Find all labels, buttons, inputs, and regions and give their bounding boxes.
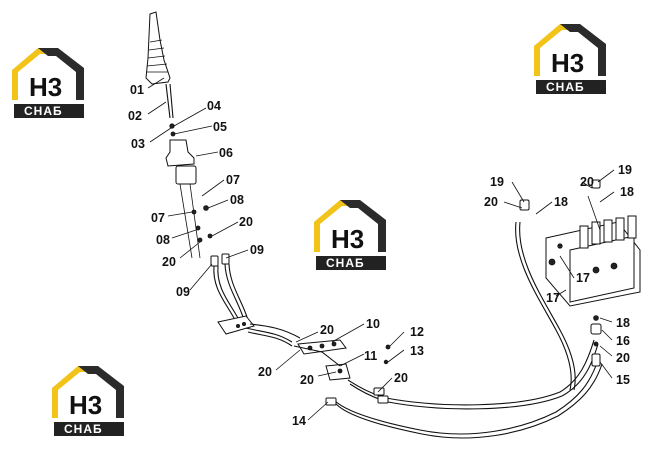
label-08-a: 08 — [230, 193, 244, 207]
label-17-a: 17 — [576, 271, 590, 285]
lower-hoses — [293, 339, 603, 439]
label-17-b: 17 — [546, 291, 560, 305]
label-18-a: 18 — [554, 195, 568, 209]
label-16: 16 — [616, 334, 630, 348]
logo-brand-text: СНАБ — [326, 256, 365, 270]
label-07-a: 07 — [226, 173, 240, 187]
label-20-c: 20 — [320, 323, 334, 337]
label-20-e: 20 — [300, 373, 314, 387]
label-18-c: 18 — [616, 316, 630, 330]
label-18-b: 18 — [620, 185, 634, 199]
label-04: 04 — [207, 99, 221, 113]
label-20-b: 20 — [162, 255, 176, 269]
label-02: 02 — [128, 109, 142, 123]
watermark-logo-bottom-left: H3 СНАБ — [52, 366, 124, 436]
label-05: 05 — [213, 120, 227, 134]
logo-brand-text: СНАБ — [546, 80, 585, 94]
label-07-b: 07 — [151, 211, 165, 225]
label-13: 13 — [410, 344, 424, 358]
label-12: 12 — [410, 325, 424, 339]
joystick-boot — [165, 139, 197, 185]
label-09-b: 09 — [176, 285, 190, 299]
logo-brand-text: СНАБ — [64, 422, 103, 436]
logo-mark-text: H3 — [331, 224, 364, 254]
logo-mark-text: H3 — [551, 48, 584, 78]
part-labels: 01 02 03 04 05 06 07 07 08 08 20 20 09 0… — [128, 83, 634, 428]
label-11: 11 — [364, 349, 377, 363]
control-valve-bank — [519, 179, 641, 307]
label-06: 06 — [219, 146, 233, 160]
valve-feed-hoses — [515, 221, 576, 391]
pilot-valve-fittings — [179, 183, 230, 267]
mount-plate — [217, 315, 255, 335]
valve-fittings-right — [590, 315, 602, 367]
leader-lines — [147, 77, 615, 421]
label-20-a: 20 — [239, 215, 253, 229]
label-20-d: 20 — [258, 365, 272, 379]
label-19-b: 19 — [618, 163, 632, 177]
label-03: 03 — [131, 137, 145, 151]
label-20-g: 20 — [484, 195, 498, 209]
label-20-f: 20 — [394, 371, 408, 385]
joystick-hoses — [213, 263, 249, 323]
logo-brand-text: СНАБ — [24, 104, 63, 118]
label-09-a: 09 — [250, 243, 264, 257]
label-10: 10 — [366, 317, 380, 331]
joystick-handle — [145, 11, 171, 85]
manifold-block — [297, 339, 391, 381]
label-15: 15 — [616, 373, 630, 387]
label-01: 01 — [130, 83, 144, 97]
watermark-logo-top-right: H3 СНАБ — [534, 24, 606, 94]
watermark-logo-top-left: H3 СНАБ — [12, 48, 84, 118]
label-20-h: 20 — [580, 175, 594, 189]
logo-mark-text: H3 — [29, 72, 62, 102]
label-14: 14 — [292, 414, 306, 428]
label-19-a: 19 — [490, 175, 504, 189]
plate-to-manifold-hoses — [245, 323, 301, 347]
logo-mark-text: H3 — [69, 390, 102, 420]
joystick-shaft — [165, 83, 176, 137]
label-20-i: 20 — [616, 351, 630, 365]
label-08-b: 08 — [156, 233, 170, 247]
watermark-logo-center: H3 СНАБ — [314, 200, 386, 270]
